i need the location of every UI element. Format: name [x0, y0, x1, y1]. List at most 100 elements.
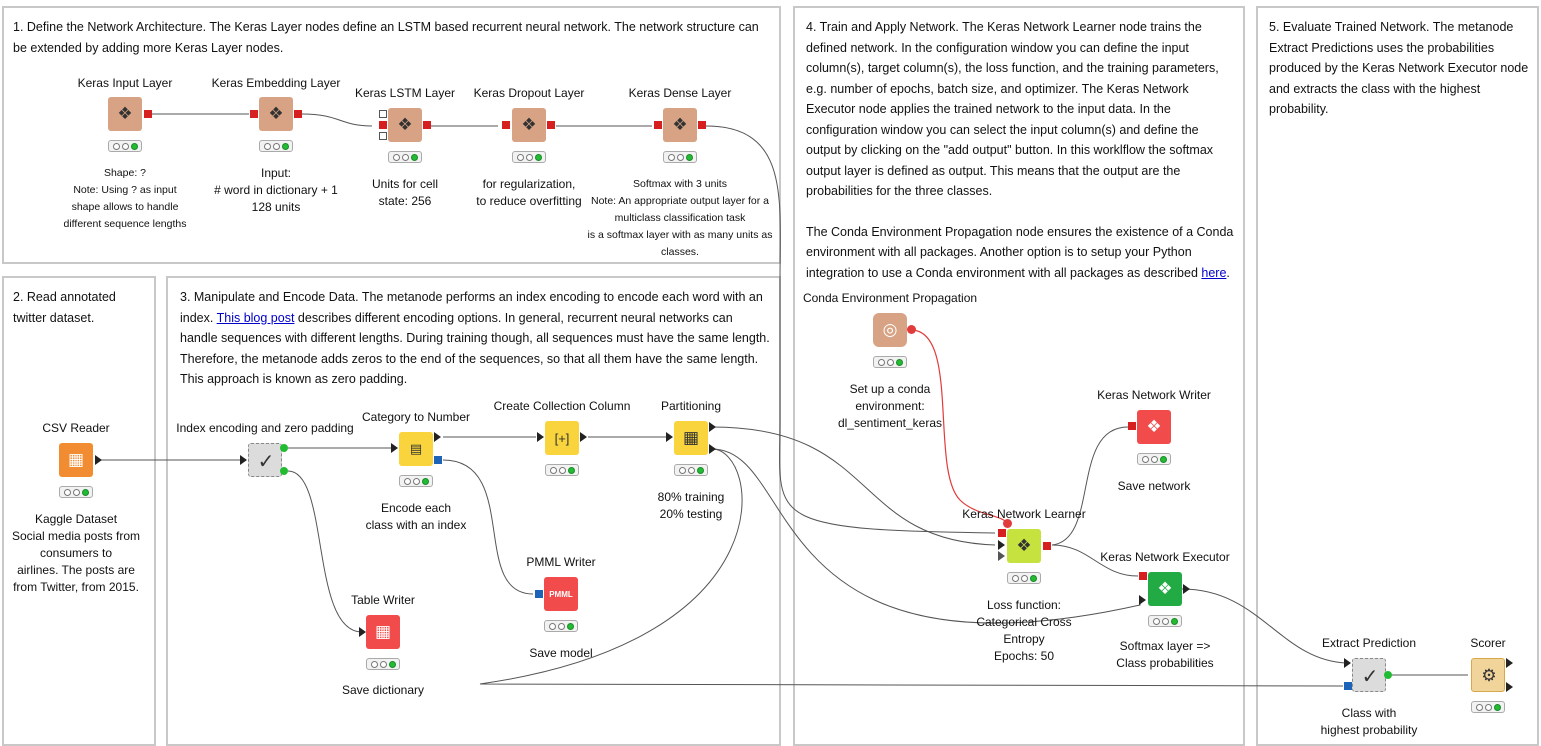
node-title-create-collection: Create Collection Column	[493, 399, 631, 413]
input-port-optional[interactable]	[379, 110, 387, 118]
keras-input-layer-node[interactable]: ❖	[108, 97, 142, 131]
keras-icon: ❖	[1146, 417, 1162, 436]
node-status	[544, 620, 578, 632]
input-port[interactable]	[502, 121, 510, 129]
annotation-text-1: 1. Define the Network Architecture. The …	[13, 20, 759, 55]
blog-post-link[interactable]: This blog post	[216, 310, 295, 325]
output-port[interactable]	[280, 467, 288, 475]
node-desc-csv-reader: Kaggle Dataset Social media posts from c…	[11, 512, 141, 594]
keras-dropout-layer-node[interactable]: ❖	[512, 108, 546, 142]
output-port[interactable]	[709, 444, 716, 454]
node-desc-keras-executor: Softmax layer => Class probabilities	[1116, 639, 1214, 670]
node-title-keras-writer: Keras Network Writer	[1097, 388, 1211, 402]
keras-network-executor-node[interactable]: ❖	[1148, 572, 1182, 606]
output-port[interactable]	[580, 432, 587, 442]
check-icon: ✓	[257, 450, 275, 473]
keras-icon: ❖	[672, 115, 688, 134]
node-status	[1148, 615, 1182, 627]
node-desc-keras-dense: Softmax with 3 units Note: An appropriat…	[587, 178, 773, 258]
output-port[interactable]	[144, 110, 152, 118]
node-title-keras-lstm: Keras LSTM Layer	[354, 86, 456, 100]
output-port[interactable]	[1043, 542, 1051, 550]
output-port[interactable]	[547, 121, 555, 129]
output-port-model[interactable]	[434, 456, 442, 464]
node-status	[545, 464, 579, 476]
conda-icon: ◎	[882, 320, 898, 339]
partitioning-node[interactable]: ▦	[674, 421, 708, 455]
output-port[interactable]	[1384, 671, 1392, 679]
input-port[interactable]	[391, 443, 398, 453]
conda-environment-propagation-node[interactable]: ◎	[873, 313, 907, 347]
output-port[interactable]	[709, 422, 716, 432]
annotation-3-text-a: 3. Manipulate and Encode Data. The metan…	[180, 290, 763, 325]
keras-lstm-layer-node[interactable]: ❖	[388, 108, 422, 142]
annotation-text-2: 2. Read annotated twitter dataset.	[13, 290, 116, 325]
node-desc-extract-prediction: Class with highest probability	[1320, 706, 1418, 737]
table-icon: ▦	[67, 450, 85, 469]
node-title-table-writer: Table Writer	[351, 593, 415, 607]
input-port[interactable]	[1128, 422, 1136, 430]
input-port-data[interactable]	[1344, 682, 1352, 690]
wire-dense-learner	[705, 125, 996, 534]
input-port[interactable]	[654, 121, 662, 129]
input-port[interactable]	[998, 540, 1005, 550]
node-desc-keras-lstm: Units for cell state: 256	[371, 177, 439, 208]
keras-dense-layer-node[interactable]: ❖	[663, 108, 697, 142]
keras-embedding-layer-node[interactable]: ❖	[259, 97, 293, 131]
input-port[interactable]	[359, 627, 366, 637]
pmml-writer-node[interactable]: PMML	[544, 577, 578, 611]
extract-prediction-metanode[interactable]: ✓	[1352, 658, 1386, 692]
input-port-model[interactable]	[535, 590, 543, 598]
input-port-optional[interactable]	[379, 132, 387, 140]
output-port[interactable]	[95, 455, 102, 465]
input-port-optional[interactable]	[998, 551, 1005, 561]
check-icon: ✓	[1361, 665, 1379, 688]
category-icon: ▤	[409, 441, 423, 456]
output-port[interactable]	[1506, 682, 1513, 692]
flow-variable-input-port[interactable]	[1003, 519, 1012, 528]
node-status	[674, 464, 708, 476]
create-collection-column-node[interactable]: [+]	[545, 421, 579, 455]
node-status	[1471, 701, 1505, 713]
input-port[interactable]	[1344, 658, 1351, 668]
csv-reader-node[interactable]: ▦	[59, 443, 93, 477]
output-port[interactable]	[698, 121, 706, 129]
input-port[interactable]	[379, 121, 387, 129]
input-port[interactable]	[1139, 595, 1146, 605]
input-port[interactable]	[537, 432, 544, 442]
collection-icon: [+]	[554, 430, 570, 446]
annotation-box-2[interactable]	[2, 276, 156, 746]
node-status	[366, 658, 400, 670]
annotation-4-paragraph-2: The Conda Environment Propagation node e…	[806, 222, 1236, 284]
node-status	[399, 475, 433, 487]
input-port[interactable]	[250, 110, 258, 118]
output-port[interactable]	[423, 121, 431, 129]
node-status	[512, 151, 546, 163]
annotation-box-5[interactable]	[1256, 6, 1539, 746]
keras-network-writer-node[interactable]: ❖	[1137, 410, 1171, 444]
node-title-keras-dropout: Keras Dropout Layer	[473, 86, 585, 100]
output-port[interactable]	[434, 432, 441, 442]
input-port[interactable]	[666, 432, 673, 442]
node-title-partitioning: Partitioning	[660, 399, 722, 413]
input-port[interactable]	[240, 455, 247, 465]
output-port[interactable]	[280, 444, 288, 452]
node-status	[388, 151, 422, 163]
scorer-node[interactable]: ⚙	[1471, 658, 1505, 692]
annotation-text-5: 5. Evaluate Trained Network. The metanod…	[1269, 20, 1529, 116]
output-port[interactable]	[1506, 658, 1513, 668]
node-desc-category-to-number: Encode each class with an index	[365, 501, 467, 532]
input-port[interactable]	[998, 529, 1006, 537]
input-port[interactable]	[1139, 572, 1147, 580]
output-port[interactable]	[1183, 584, 1190, 594]
index-encoding-metanode[interactable]: ✓	[248, 443, 282, 477]
keras-network-learner-node[interactable]: ❖	[1007, 529, 1041, 563]
output-port[interactable]	[294, 110, 302, 118]
node-desc-table-writer: Save dictionary	[341, 683, 425, 697]
here-link[interactable]: here	[1201, 265, 1227, 280]
category-to-number-node[interactable]: ▤	[399, 432, 433, 466]
flow-variable-output-port[interactable]	[907, 325, 916, 334]
node-desc-keras-dropout: for regularization, to reduce overfittin…	[476, 177, 582, 208]
table-writer-node[interactable]: ▦	[366, 615, 400, 649]
scorer-icon: ⚙	[1481, 666, 1497, 685]
